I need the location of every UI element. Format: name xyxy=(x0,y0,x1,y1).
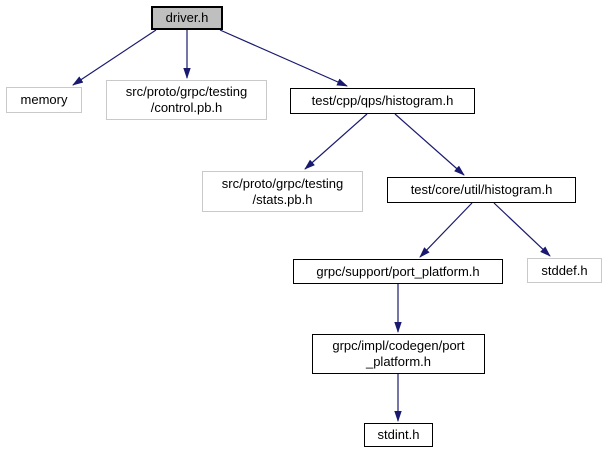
graph-node-grpc-impl-codegen-port-platform-h[interactable]: grpc/impl/codegen/port _platform.h xyxy=(312,334,485,374)
edge-test-cpp-qps-histogram-h-to-stats-pb-h xyxy=(304,113,368,170)
graph-node-memory: memory xyxy=(6,87,82,113)
edge-test-cpp-qps-histogram-h-to-test-core-util-histogram-h xyxy=(394,113,465,176)
edge-driver-h-to-memory xyxy=(72,29,157,86)
graph-node-grpc-support-port-platform-h[interactable]: grpc/support/port_platform.h xyxy=(293,259,503,284)
graph-node-label: grpc/impl/codegen/port _platform.h xyxy=(332,338,465,369)
graph-node-label: driver.h xyxy=(165,10,209,26)
graph-node-label: memory xyxy=(20,92,68,108)
graph-node-label: src/proto/grpc/testing /control.pb.h xyxy=(125,84,248,115)
edge-test-core-util-histogram-h-to-stddef-h xyxy=(493,202,551,257)
graph-node-stddef-h: stddef.h xyxy=(527,258,602,283)
edge-driver-h-to-test-cpp-qps-histogram-h xyxy=(219,29,348,87)
graph-node-label: src/proto/grpc/testing /stats.pb.h xyxy=(221,175,344,207)
graph-node-label: stdint.h xyxy=(377,427,420,443)
graph-node-label: test/cpp/qps/histogram.h xyxy=(311,93,454,109)
graph-node-stdint-h[interactable]: stdint.h xyxy=(364,423,433,447)
graph-node-test-cpp-qps-histogram-h[interactable]: test/cpp/qps/histogram.h xyxy=(290,88,475,114)
graph-node-stats-pb-h: src/proto/grpc/testing /stats.pb.h xyxy=(202,171,363,212)
graph-node-control-pb-h: src/proto/grpc/testing /control.pb.h xyxy=(106,80,267,120)
graph-node-label: test/core/util/histogram.h xyxy=(410,182,553,198)
graph-node-test-core-util-histogram-h[interactable]: test/core/util/histogram.h xyxy=(387,177,576,203)
graph-node-driver-h: driver.h xyxy=(151,6,223,30)
edge-test-core-util-histogram-h-to-grpc-support-port-platform-h xyxy=(419,202,473,258)
graph-node-label: grpc/support/port_platform.h xyxy=(316,263,480,279)
graph-node-label: stddef.h xyxy=(541,262,588,278)
